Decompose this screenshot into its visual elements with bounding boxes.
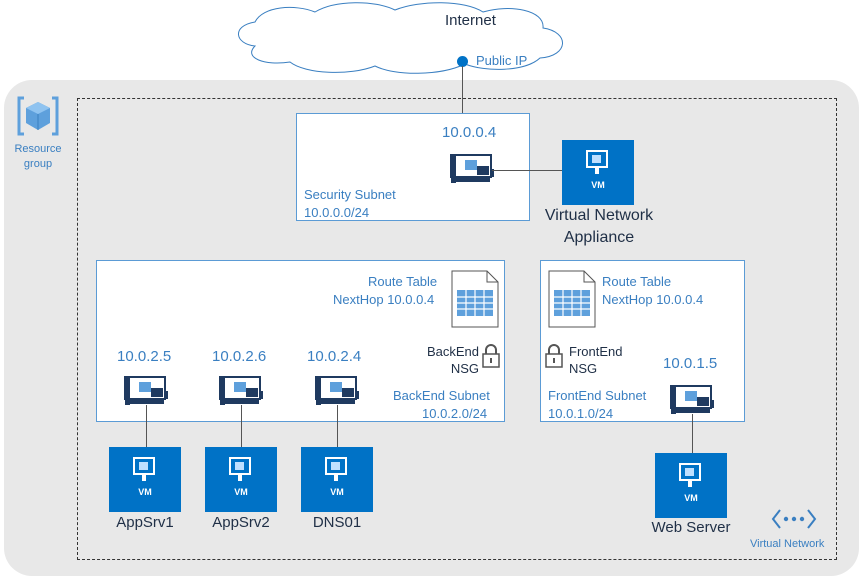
resource-group-label: Resource group <box>14 143 62 170</box>
appsrv2-vm-icon: VM <box>205 447 277 512</box>
appsrv2-network-card-icon <box>219 376 263 405</box>
internet-cloud <box>238 2 563 74</box>
backend-subnet-cidr: 10.0.2.0/24 <box>422 406 488 421</box>
appsrv1-vm-icon: VM <box>109 447 181 512</box>
resource-group-icon <box>17 96 59 136</box>
nva-label: Virtual Network Appliance <box>544 207 654 246</box>
virtual-network-label: Virtual Network <box>750 538 825 550</box>
frontend-subnet-cidr: 10.0.1.0/24 <box>548 406 614 421</box>
appsrv2-connector <box>241 405 242 447</box>
frontend-nsg-label: FrontEnd NSG <box>569 344 623 376</box>
appsrv2-label: AppSrv2 <box>212 514 270 531</box>
appsrv1-network-card-icon <box>124 376 168 405</box>
appsrv1-ip: 10.0.2.5 <box>117 348 172 365</box>
security-nic-ip: 10.0.0.4 <box>442 124 497 141</box>
webserver-label: Web Server <box>651 519 731 536</box>
appsrv1-label: AppSrv1 <box>116 514 174 531</box>
appsrv1-connector <box>146 405 147 447</box>
backend-subnet: Route Table NextHop 10.0.0.4 BackEnd NSG… <box>96 260 505 422</box>
security-subnet-cidr: 10.0.0.0/24 <box>304 205 370 220</box>
security-subnet-name: Security Subnet <box>304 187 396 202</box>
frontend-subnet-name: FrontEnd Subnet <box>548 388 647 403</box>
appsrv2-ip: 10.0.2.6 <box>212 348 267 365</box>
dns01-network-card-icon <box>315 376 359 405</box>
frontend-nsg-lock-icon <box>545 344 563 368</box>
frontend-route-table-icon <box>548 270 596 328</box>
backend-nsg-lock-icon <box>482 344 500 368</box>
network-card-icon <box>450 154 494 183</box>
public-ip-dot <box>457 56 468 67</box>
frontend-route-table-label: Route Table <box>602 274 672 289</box>
virtual-network-boundary <box>77 98 837 560</box>
backend-route-table-icon <box>451 270 499 328</box>
dns01-ip: 10.0.2.4 <box>307 348 362 365</box>
dns01-connector <box>337 405 338 447</box>
nva-vm-icon: VM <box>562 140 634 205</box>
webserver-vm-icon: VM <box>655 453 727 518</box>
internet-label: Internet <box>445 12 496 29</box>
backend-route-table-label: Route Table <box>368 274 438 289</box>
dns01-label: DNS01 <box>312 514 362 531</box>
backend-next-hop: NextHop 10.0.0.4 <box>333 292 435 307</box>
public-ip-label: Public IP <box>476 53 528 68</box>
webserver-ip: 10.0.1.5 <box>663 355 718 372</box>
frontend-next-hop: NextHop 10.0.0.4 <box>602 292 704 307</box>
webserver-connector <box>692 414 693 453</box>
virtual-network-icon <box>771 509 817 529</box>
nic-to-nva-line <box>492 170 562 171</box>
backend-nsg-label: BackEnd NSG <box>426 344 479 376</box>
backend-subnet-name: BackEnd Subnet <box>393 388 490 403</box>
webserver-network-card-icon <box>670 385 714 414</box>
dns01-vm-icon: VM <box>301 447 373 512</box>
